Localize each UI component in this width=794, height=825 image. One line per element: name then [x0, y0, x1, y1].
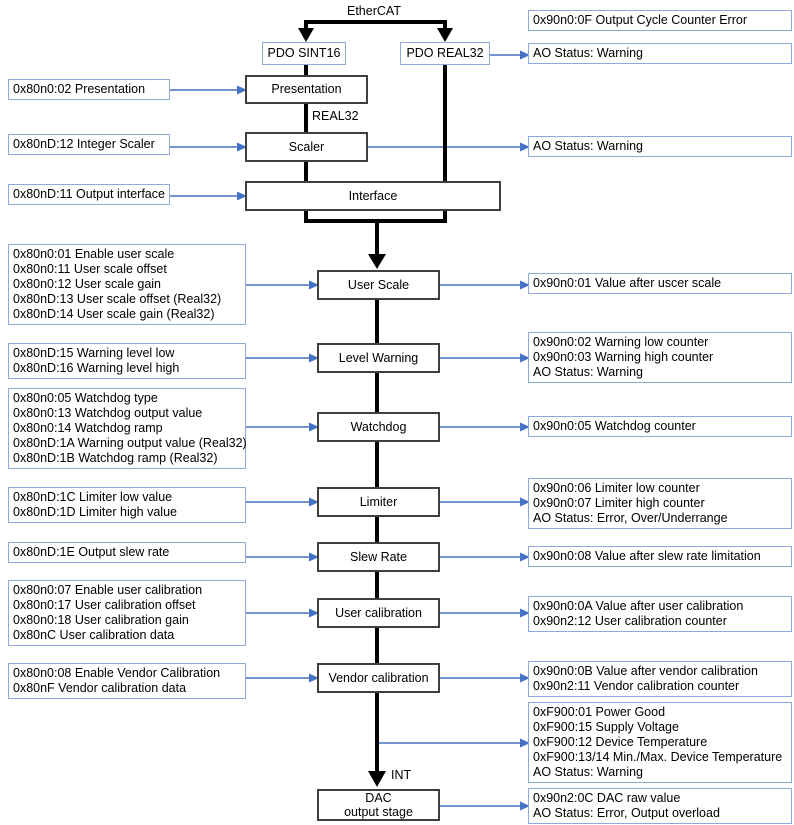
- status-box-pdo-warning: AO Status: Warning: [528, 43, 792, 64]
- stage-box-dac-output-stage: DAC output stage: [317, 789, 440, 821]
- status-box-device-diagnostics: 0xF900:01 Power Good 0xF900:15 Supply Vo…: [528, 702, 792, 783]
- stage-box-vendor-calibration: Vendor calibration: [317, 663, 440, 693]
- ethercat-label: EtherCAT: [347, 4, 401, 18]
- param-box-vendor-calibration: 0x80n0:08 Enable Vendor Calibration 0x80…: [8, 663, 246, 699]
- status-box-slew-rate-value: 0x90n0:08 Value after slew rate limitati…: [528, 546, 792, 567]
- status-box-scaler-warning: AO Status: Warning: [528, 136, 792, 157]
- param-box-watchdog: 0x80n0:05 Watchdog type 0x80n0:13 Watchd…: [8, 388, 247, 469]
- status-box-user-calibration: 0x90n0:0A Value after user calibration 0…: [528, 596, 792, 632]
- stage-box-user-scale: User Scale: [317, 270, 440, 300]
- param-box-presentation: 0x80n0:02 Presentation: [8, 79, 170, 100]
- stage-box-limiter: Limiter: [317, 487, 440, 517]
- flow-lines: [304, 20, 447, 772]
- pdo-sint16-box: PDO SINT16: [262, 42, 346, 65]
- stage-box-watchdog: Watchdog: [317, 412, 440, 442]
- stage-box-presentation: Presentation: [245, 75, 368, 104]
- stage-box-slew-rate: Slew Rate: [317, 542, 440, 572]
- stage-box-interface: Interface: [245, 181, 501, 211]
- pdo-real32-box: PDO REAL32: [400, 42, 490, 65]
- stage-box-level-warning: Level Warning: [317, 343, 440, 373]
- param-box-user-scale: 0x80n0:01 Enable user scale 0x80n0:11 Us…: [8, 244, 246, 325]
- status-box-dac-raw-value: 0x90n2:0C DAC raw value AO Status: Error…: [528, 788, 792, 824]
- param-box-limiter: 0x80nD:1C Limiter low value 0x80nD:1D Li…: [8, 487, 246, 523]
- param-box-user-calibration: 0x80n0:07 Enable user calibration 0x80n0…: [8, 580, 246, 646]
- int-label: INT: [391, 768, 412, 782]
- param-box-slew-rate: 0x80nD:1E Output slew rate: [8, 542, 246, 563]
- status-box-warning-counters: 0x90n0:02 Warning low counter 0x90n0:03 …: [528, 332, 792, 383]
- status-box-user-scale-value: 0x90n0:01 Value after uscer scale: [528, 273, 792, 294]
- status-box-output-cycle-counter-error: 0x90n0:0F Output Cycle Counter Error: [528, 10, 792, 31]
- status-box-watchdog-counter: 0x90n0:05 Watchdog counter: [528, 416, 792, 437]
- param-box-output-interface: 0x80nD:11 Output interface: [8, 184, 170, 205]
- flow-arrowheads: [298, 28, 453, 787]
- stage-box-user-calibration: User calibration: [317, 598, 440, 628]
- param-box-integer-scaler: 0x80nD:12 Integer Scaler: [8, 134, 170, 155]
- status-box-vendor-calibration: 0x90n0:0B Value after vendor calibration…: [528, 661, 792, 697]
- param-box-warning-levels: 0x80nD:15 Warning level low 0x80nD:16 Wa…: [8, 343, 246, 379]
- blue-arrows: [170, 50, 530, 811]
- status-box-limiter-counters: 0x90n0:06 Limiter low counter 0x90n0:07 …: [528, 478, 792, 529]
- stage-box-scaler: Scaler: [245, 132, 368, 162]
- real32-label: REAL32: [312, 109, 359, 123]
